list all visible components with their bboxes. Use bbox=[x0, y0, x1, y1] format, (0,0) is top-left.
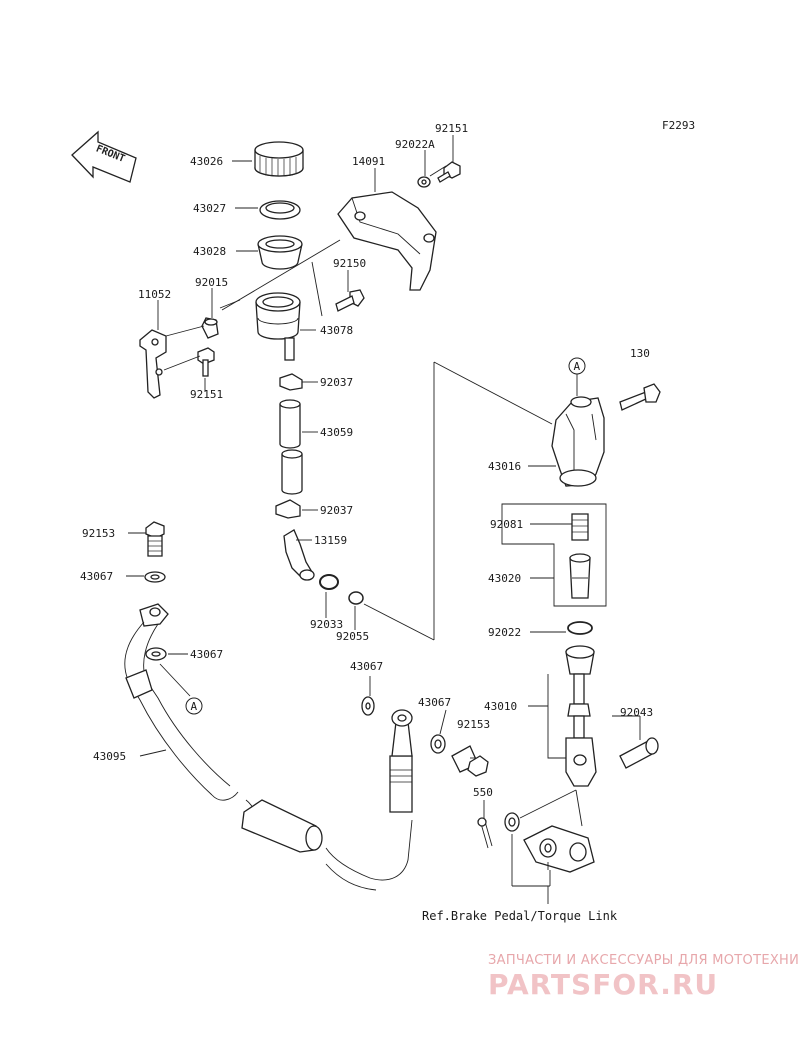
washer-pedal-part bbox=[504, 812, 520, 832]
snap-ring-part bbox=[567, 621, 593, 635]
piston-spring-part bbox=[571, 513, 589, 541]
label-43016: 43016 bbox=[488, 460, 521, 473]
label-92151-left: 92151 bbox=[190, 388, 223, 401]
washer-left-lower-part bbox=[145, 647, 167, 661]
marker-a-left: A bbox=[185, 697, 203, 715]
label-92055: 92055 bbox=[336, 630, 369, 643]
kit-bracket-43020 bbox=[501, 503, 607, 607]
circlip-part bbox=[319, 574, 339, 590]
bolt-92150-part bbox=[335, 289, 365, 312]
bolt-130-part bbox=[619, 383, 661, 411]
label-130: 130 bbox=[630, 347, 650, 360]
washer-mid-upper-part bbox=[361, 696, 375, 716]
label-43095: 43095 bbox=[93, 750, 126, 763]
label-43010: 43010 bbox=[484, 700, 517, 713]
label-92150: 92150 bbox=[333, 257, 366, 270]
bolt-left-part bbox=[197, 347, 215, 377]
brake-pedal-ref-part bbox=[523, 825, 595, 873]
label-43078: 43078 bbox=[320, 324, 353, 337]
label-43020: 43020 bbox=[488, 572, 521, 585]
banjo-bolt-mid-part bbox=[451, 745, 489, 777]
hose-elbow-part bbox=[283, 529, 315, 581]
label-13159: 13159 bbox=[314, 534, 347, 547]
label-92043: 92043 bbox=[620, 706, 653, 719]
label-92153-mid: 92153 bbox=[457, 718, 490, 731]
label-92033: 92033 bbox=[310, 618, 343, 631]
label-43067-d: 43067 bbox=[418, 696, 451, 709]
watermark-brand: PARTSFOR.RU bbox=[488, 968, 718, 1001]
master-cylinder-part bbox=[551, 396, 605, 487]
label-92015: 92015 bbox=[195, 276, 228, 289]
label-92037-lower: 92037 bbox=[320, 504, 353, 517]
label-14091: 14091 bbox=[352, 155, 385, 168]
diaphragm-plate-part bbox=[259, 200, 301, 220]
diaphragm-part bbox=[257, 235, 303, 270]
label-43027: 43027 bbox=[193, 202, 226, 215]
washer-left-upper-part bbox=[144, 571, 166, 583]
brake-hose-part bbox=[124, 603, 413, 891]
mounting-bracket-part bbox=[139, 329, 167, 399]
marker-a-left-label: A bbox=[191, 700, 198, 713]
label-11052: 11052 bbox=[138, 288, 171, 301]
label-550: 550 bbox=[473, 786, 493, 799]
clevis-pin-part bbox=[619, 737, 659, 769]
figure-code: F2293 bbox=[662, 119, 695, 132]
kit-bracket-43010 bbox=[547, 674, 570, 759]
hose-clamp-lower-part bbox=[275, 499, 301, 519]
washer-92022A-part bbox=[417, 176, 431, 188]
marker-a-top: A bbox=[568, 357, 586, 375]
label-92153-left: 92153 bbox=[82, 527, 115, 540]
leader-lines bbox=[126, 135, 641, 904]
front-arrow-icon: FRONT bbox=[71, 130, 137, 183]
label-43059: 43059 bbox=[320, 426, 353, 439]
label-92022A: 92022A bbox=[395, 138, 435, 151]
label-92151-top: 92151 bbox=[435, 122, 468, 135]
label-92081: 92081 bbox=[490, 518, 523, 531]
reservoir-hose-part bbox=[279, 399, 303, 495]
cotter-pin-part bbox=[477, 817, 493, 849]
push-rod-part bbox=[565, 645, 597, 787]
banjo-bolt-left-part bbox=[145, 521, 165, 557]
o-ring-part bbox=[348, 591, 364, 605]
collar-part bbox=[201, 317, 219, 339]
label-92037-upper: 92037 bbox=[320, 376, 353, 389]
washer-mid-lower-part bbox=[430, 734, 446, 754]
piston-part bbox=[569, 553, 591, 599]
label-92022: 92022 bbox=[488, 626, 521, 639]
label-43067-b: 43067 bbox=[190, 648, 223, 661]
reservoir-cap-part bbox=[254, 141, 304, 177]
hose-clamp-upper-part bbox=[279, 373, 303, 391]
reference-note: Ref.Brake Pedal/Torque Link bbox=[422, 909, 618, 923]
reservoir-cover-part bbox=[337, 191, 437, 291]
label-43067-c: 43067 bbox=[350, 660, 383, 673]
label-43026: 43026 bbox=[190, 155, 223, 168]
marker-a-top-label: A bbox=[574, 360, 581, 373]
bolt-top-part bbox=[437, 161, 461, 183]
reservoir-tank-part bbox=[255, 292, 301, 361]
label-43028: 43028 bbox=[193, 245, 226, 258]
watermark-tagline: ЗАПЧАСТИ И АКСЕССУАРЫ ДЛЯ МОТОТЕХНИКИ bbox=[488, 953, 800, 968]
label-43067-a: 43067 bbox=[80, 570, 113, 583]
